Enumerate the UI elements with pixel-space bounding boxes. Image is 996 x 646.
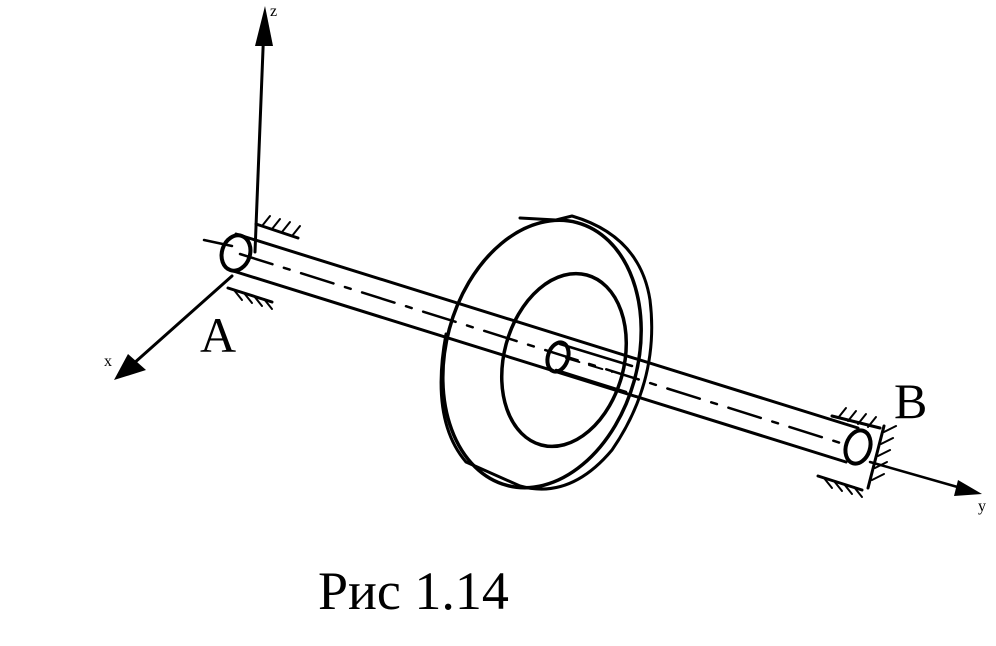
shaft-end-b bbox=[843, 428, 873, 466]
disk bbox=[439, 214, 654, 491]
x-axis-arrowhead bbox=[114, 354, 146, 380]
x-axis-label: x bbox=[104, 353, 112, 370]
shaft bbox=[202, 232, 873, 466]
shaft-end-a bbox=[219, 233, 253, 273]
disk-hub bbox=[545, 340, 571, 374]
point-a-label: A bbox=[200, 307, 236, 363]
coordinate-axes: z x y bbox=[104, 3, 986, 515]
y-axis-arrowhead bbox=[954, 480, 982, 496]
x-axis bbox=[122, 274, 234, 374]
z-axis bbox=[253, 22, 266, 254]
y-axis-label: y bbox=[978, 498, 986, 515]
z-axis-label: z bbox=[270, 3, 277, 20]
bearing-b bbox=[816, 407, 897, 498]
shaft-bottom-edge bbox=[228, 268, 848, 464]
point-b-label: B bbox=[894, 373, 927, 429]
shaft-top-edge bbox=[234, 232, 860, 430]
disk-outer-face bbox=[441, 218, 643, 490]
bearing-a bbox=[226, 215, 301, 310]
figure-caption: Рис 1.14 bbox=[318, 561, 509, 621]
disk-inner-ring bbox=[499, 271, 629, 449]
shaft-center-line bbox=[238, 252, 852, 448]
z-axis-arrowhead bbox=[255, 6, 273, 46]
y-axis bbox=[868, 460, 970, 492]
